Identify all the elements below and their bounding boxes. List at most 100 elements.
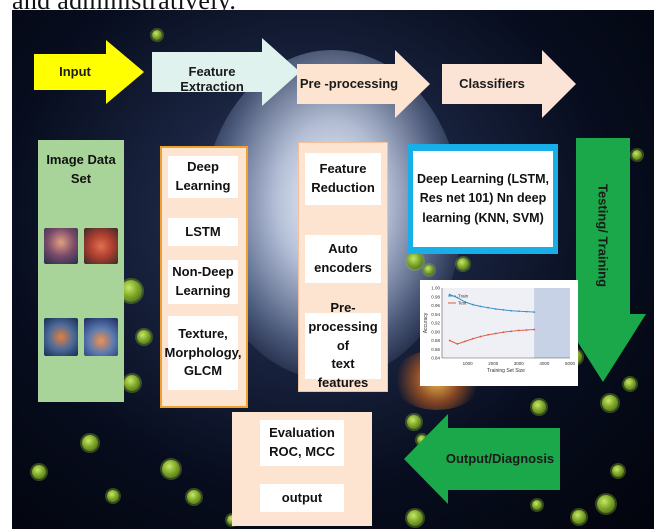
shaded-region (534, 288, 570, 358)
virus-particle (624, 378, 636, 390)
text-preprocessing-box: Pre- processing of text features (305, 300, 381, 390)
deep-learning-line1: Deep (187, 159, 219, 175)
feature-extraction-label: Feature Extraction (180, 64, 244, 94)
texture-morphology-box: Texture, Morphology, GLCM (164, 316, 242, 390)
diagram-panel: Input Feature Extraction Pre -processing… (12, 10, 654, 529)
data-point-test (517, 329, 520, 332)
medical-image-thumbnail (84, 228, 118, 264)
data-point-test (533, 328, 536, 331)
virus-particle (424, 265, 434, 275)
feature-reduction-line2: Reduction (311, 180, 375, 195)
virus-particle (187, 490, 201, 504)
virus-particle (162, 460, 180, 478)
x-tick-label: 2000 (488, 361, 499, 366)
preprocessing-arrow: Pre -processing (297, 50, 432, 118)
classifier-line1: Deep Learning (LSTM, (417, 171, 549, 186)
data-point-train (487, 306, 489, 309)
data-point-test (510, 330, 513, 333)
image-dataset-title-line2: Set (70, 171, 92, 186)
auto-encoders-box: Auto encoders (305, 235, 381, 283)
texture-line3: GLCM (183, 363, 223, 379)
image-dataset-panel: Image Data Set (38, 140, 124, 402)
virus-particle (32, 465, 46, 479)
feature-extraction-panel: Deep Learning LSTM Non-Deep Learning Tex… (160, 146, 248, 408)
data-point-test (456, 343, 459, 345)
legend-label-train: Train (458, 294, 469, 299)
auto-encoders-line2: encoders (314, 260, 372, 275)
text-preprocessing-line1: Pre- (330, 299, 356, 315)
texture-line1: Texture, (178, 325, 228, 341)
output-diagnosis-label: Output/Diagnosis (445, 451, 555, 466)
image-dataset-title-line1: Image Data (46, 152, 116, 168)
feature-extraction-arrow: Feature Extraction (152, 38, 302, 106)
y-tick-label: 0.88 (431, 338, 440, 343)
medical-image-thumbnail (84, 318, 118, 356)
feature-reduction-line1: Feature (319, 161, 367, 177)
virus-particle (82, 435, 98, 451)
texture-line2: Morphology, (164, 344, 242, 360)
deep-learning-box: Deep Learning (168, 156, 238, 198)
virus-particle (532, 500, 542, 510)
virus-particle (632, 150, 642, 160)
classifiers-arrow: Classifiers (442, 50, 578, 118)
preprocessing-panel: Feature Reduction Auto encoders Pre- pro… (298, 142, 388, 392)
virus-particle (602, 395, 618, 411)
non-deep-learning-box: Non-Deep Learning (168, 260, 238, 304)
data-point-test (494, 332, 497, 335)
data-point-train (456, 296, 459, 299)
virus-particle (532, 400, 546, 414)
data-point-train (517, 310, 520, 313)
virus-particle (120, 280, 142, 302)
non-deep-line1: Non-Deep (172, 264, 234, 280)
y-tick-label: 0.96 (431, 303, 440, 308)
classifiers-label: Classifiers (459, 76, 525, 91)
y-axis-label: Accuracy (423, 312, 429, 333)
x-tick-label: 1000 (463, 361, 474, 366)
output-diagnosis-arrow: Output/Diagnosis (404, 414, 562, 504)
data-point-train (510, 309, 513, 312)
series-line-train (449, 294, 535, 313)
virus-particle (137, 330, 151, 344)
input-arrow: Input (34, 40, 146, 104)
y-tick-label: 0.84 (431, 356, 440, 361)
y-tick-label: 0.90 (431, 329, 440, 334)
y-tick-label: 1.00 (431, 286, 440, 291)
virus-particle (152, 30, 162, 40)
data-point-train (502, 308, 505, 311)
data-point-test (479, 335, 482, 338)
output-label: output (281, 489, 323, 505)
evaluation-line1: Evaluation (269, 425, 335, 441)
x-axis-label: Training Set Size (487, 368, 525, 374)
data-point-test (464, 340, 466, 343)
testing-training-arrow: Testing/ Training (560, 138, 646, 384)
output-box: output (260, 484, 344, 512)
medical-image-thumbnail (44, 318, 78, 356)
data-point-test (487, 333, 489, 336)
data-point-train (471, 303, 474, 306)
feature-reduction-box: Feature Reduction (305, 153, 381, 205)
virus-particle (407, 510, 423, 526)
testing-training-label: Testing/ Training (595, 183, 611, 288)
non-deep-line2: Learning (175, 283, 231, 298)
x-tick-label: 4000 (539, 361, 550, 366)
preprocessing-label: Pre -processing (299, 76, 399, 91)
learning-curve-svg: 1.000.980.960.940.920.900.880.860.841000… (423, 286, 576, 375)
virus-particle (124, 375, 140, 391)
data-point-train (479, 305, 482, 308)
virus-particle (407, 253, 423, 269)
virus-particle (457, 258, 469, 270)
evaluation-box: Evaluation ROC, MCC (260, 420, 344, 466)
virus-particle (597, 495, 615, 513)
medical-image-thumbnail (44, 228, 78, 264)
x-tick-label: 5000 (565, 361, 576, 366)
data-point-test (471, 337, 474, 340)
text-preprocessing-line3: text features (317, 356, 369, 391)
legend-label-test: Test (458, 301, 467, 306)
auto-encoders-line1: Auto (328, 241, 358, 257)
data-point-train (533, 311, 536, 313)
data-point-test (502, 331, 505, 334)
y-tick-label: 0.94 (431, 312, 440, 317)
y-tick-label: 0.92 (431, 321, 440, 326)
deep-learning-line2: Learning (175, 178, 231, 193)
